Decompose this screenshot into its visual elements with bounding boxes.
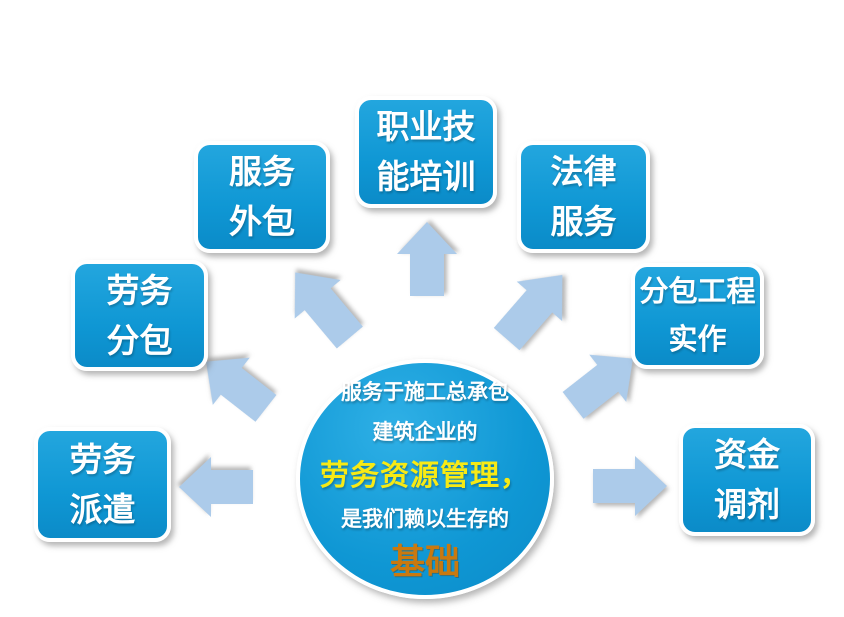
- center-text-keyword: 基础: [389, 542, 460, 582]
- arrow-to-subcontract-project-work: [555, 335, 652, 429]
- node-service-outsourcing: 服务 外包: [194, 141, 330, 253]
- arrow-to-service-outsourcing: [272, 253, 373, 357]
- center-text-line: 是我们赖以生存的: [341, 507, 509, 531]
- arrow-to-vocational-skill-training: [397, 222, 457, 296]
- node-label: 职业技: [376, 108, 476, 145]
- node-fund-adjustment: 资金 调剂: [679, 424, 815, 536]
- node-label: 外包: [229, 203, 295, 240]
- node-label: 调剂: [714, 486, 780, 523]
- node-vocational-skill-training: 职业技 能培训: [355, 96, 497, 208]
- center-circle: 服务于施工总承包 建筑企业的 劳务资源管理， 是我们赖以生存的 基础: [296, 359, 554, 599]
- node-label: 实作: [668, 324, 727, 356]
- node-label: 派遣: [69, 490, 136, 528]
- node-label: 服务: [229, 153, 295, 190]
- arrow-to-legal-service: [484, 255, 585, 359]
- center-text-highlight: 劳务资源管理，: [319, 459, 530, 492]
- node-legal-service: 法律 服务: [517, 141, 650, 253]
- arrow-to-labor-subcontracting: [188, 338, 285, 432]
- node-label: 分包工程: [639, 276, 756, 308]
- node-subcontract-project-work: 分包工程 实作: [631, 263, 764, 369]
- node-label: 劳务: [106, 271, 173, 309]
- node-labor-subcontracting: 劳务 分包: [71, 260, 208, 371]
- arrow-to-labor-dispatch: [179, 457, 253, 517]
- arrow-to-fund-adjustment: [593, 456, 667, 516]
- node-labor-dispatch: 劳务 派遣: [34, 427, 171, 542]
- node-label: 分包: [106, 321, 173, 359]
- node-label: 劳务: [69, 440, 136, 478]
- node-label: 法律: [550, 153, 617, 190]
- center-text-line: 建筑企业的: [372, 420, 478, 444]
- node-label: 资金: [714, 436, 780, 473]
- node-label: 能培训: [376, 158, 476, 195]
- node-label: 服务: [550, 203, 617, 240]
- center-text-line: 服务于施工总承包: [341, 380, 509, 404]
